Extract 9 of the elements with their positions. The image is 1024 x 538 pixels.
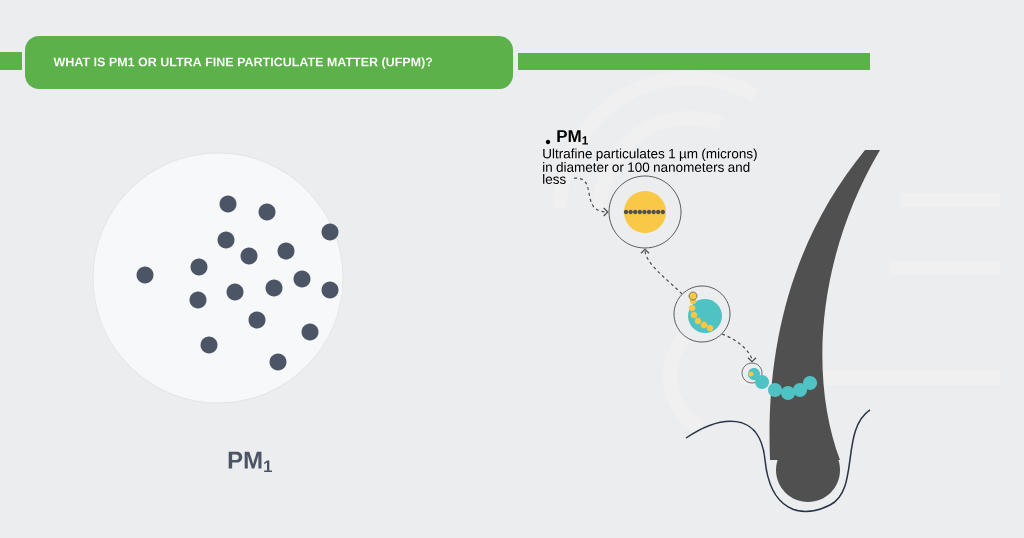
arrow [721, 333, 757, 363]
arrow [573, 177, 609, 217]
particle-cluster-circle [673, 285, 731, 343]
magnified-particle-circle [608, 175, 682, 249]
arrow [640, 248, 683, 295]
description-text: Ultrafine particulates 1 µm (microns) in diameter or 100 nanometers and less [543, 148, 757, 184]
heading: PM$_{1}$ [557, 130, 588, 145]
circle-label: PM$_{1}$ [228, 451, 272, 473]
title-banner: WHAT IS PM1 OR ULTRA FINE PARTICULATE MATTER (UFPM)? [25, 36, 513, 89]
